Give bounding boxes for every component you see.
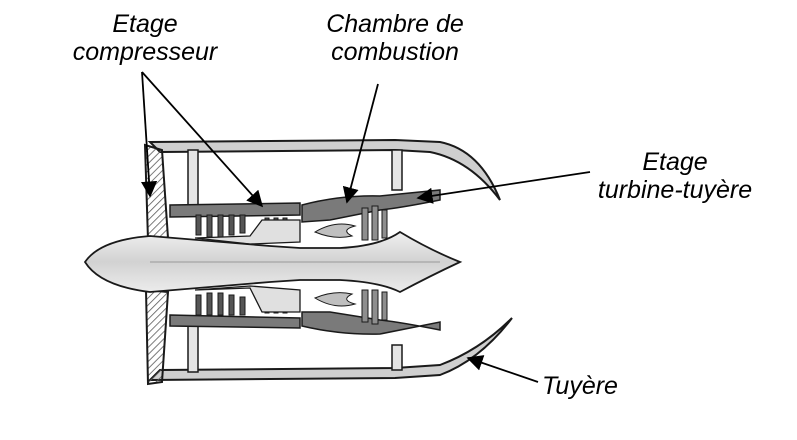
- compressor-casing-top: [169, 202, 301, 218]
- arrow-turbine: [416, 171, 591, 204]
- label-turbine-line2: turbine-tuyère: [597, 176, 753, 204]
- turbine-blades-top: [361, 205, 388, 241]
- turbine-blades-bottom: [361, 289, 388, 325]
- label-turbine-stage: Etage turbine-tuyère: [575, 148, 775, 204]
- front-strut-top: [187, 149, 199, 211]
- label-combustion-chamber: Chambre de combustion: [305, 10, 485, 66]
- label-compressor-line1: Etage: [112, 10, 178, 38]
- label-compressor-line2: compresseur: [72, 38, 218, 66]
- label-combustion-line1: Chambre de: [326, 10, 464, 38]
- combustion-liner-top: [301, 189, 441, 223]
- rear-strut-bottom: [391, 344, 403, 371]
- flame-top: [313, 223, 357, 238]
- outer-casing-bottom: [147, 317, 513, 382]
- combustion-liner-bottom: [301, 311, 441, 335]
- label-nozzle: Tuyère: [542, 372, 642, 400]
- arrow-combustion: [342, 83, 379, 204]
- outer-casing-top: [147, 138, 501, 201]
- flame-bottom: [313, 292, 357, 307]
- compressor-drum-bottom: [194, 285, 301, 313]
- label-nozzle-line1: Tuyère: [542, 372, 618, 400]
- arrow-compressor: [140, 71, 264, 208]
- label-turbine-line1: Etage: [642, 148, 708, 176]
- rear-strut-top: [391, 149, 403, 191]
- label-combustion-line2: combustion: [331, 38, 459, 66]
- compressor-casing-bottom: [169, 314, 301, 329]
- arrow-nozzle: [466, 355, 539, 383]
- label-compressor-stage: Etage compresseur: [40, 10, 250, 66]
